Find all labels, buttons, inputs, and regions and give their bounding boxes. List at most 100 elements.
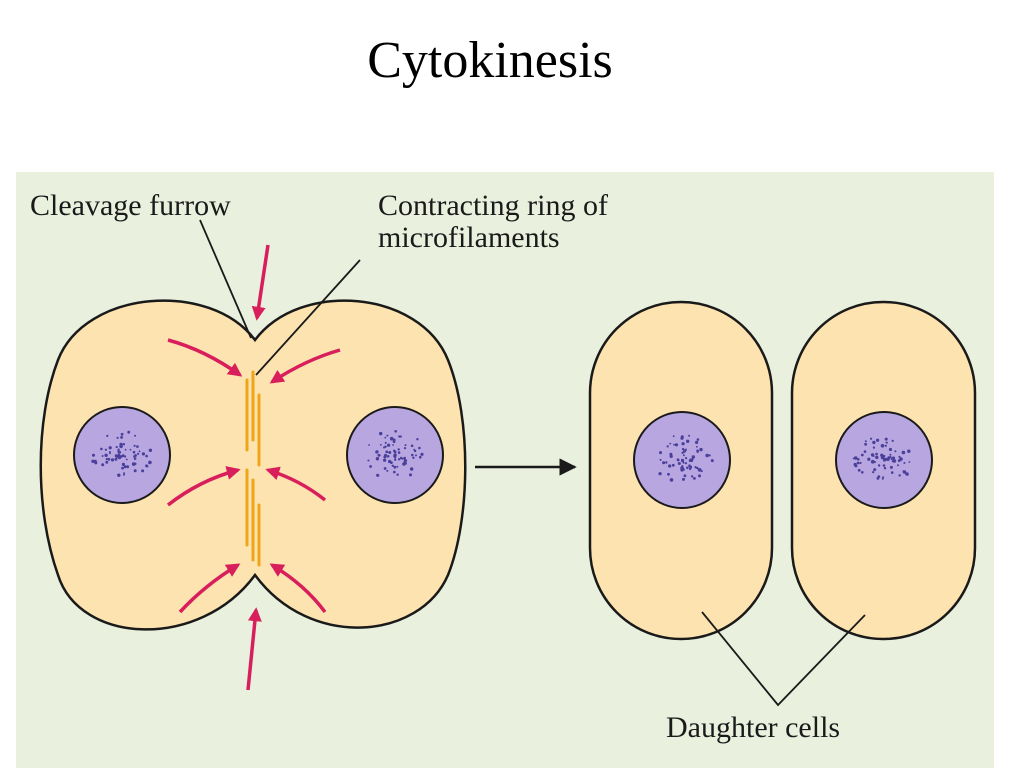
chromatin-dot [114,457,118,461]
chromatin-dot [403,460,406,463]
chromatin-dot [686,439,690,443]
chromatin-dot [857,468,861,472]
chromatin-dot [123,465,127,469]
chromatin-dot [882,476,885,479]
chromatin-dot [393,465,397,469]
chromatin-dot [881,477,884,480]
chromatin-dot [106,434,109,437]
chromatin-dot [119,442,123,447]
chromatin-dot [691,455,695,459]
chromatin-dot [105,457,108,461]
chromatin-dot [115,445,118,449]
chromatin-dot [104,448,107,451]
chromatin-dot [852,457,855,460]
chromatin-dot [397,458,401,461]
chromatin-dot [104,453,108,457]
chromatin-dot [889,465,893,469]
chromatin-dot [398,435,401,438]
chromatin-dot [872,459,874,462]
chromatin-dot [883,467,887,470]
chromatin-dot [700,470,703,473]
chromatin-dot [415,454,417,457]
chromatin-dot [658,472,662,476]
chromatin-dot [861,471,864,474]
chromatin-dot [101,455,104,457]
chromatin-dot [877,475,881,478]
arrow-upper-right [269,348,341,384]
chromatin-dot [853,456,858,460]
chromatin-dot [394,458,397,461]
chromatin-dot [411,453,414,457]
chromatin-dot [889,453,892,456]
chromatin-dot [127,430,131,434]
chromatin-dot [409,473,412,477]
chromatin-dot [682,477,685,481]
chromatin-dot [672,435,675,438]
chromatin-dot [108,446,112,450]
chromatin-dot [387,443,391,447]
chromatin-dot [419,455,422,459]
chromatin-dot [383,455,387,459]
chromatin-dot [120,455,123,458]
chromatin-dot [121,466,124,470]
chromatin-dot [659,458,662,461]
chromatin-dot [148,460,152,465]
chromatin-dot [682,454,685,457]
chromatin-dot [120,432,124,436]
chromatin-dot [854,464,858,468]
chromatin-dot [379,444,382,446]
chromatin-dot [689,467,692,471]
chromatin-dot [903,462,906,464]
chromatin-dot [124,455,127,458]
chromatin-dot [708,454,711,457]
chromatin-dot [94,461,98,465]
chromatin-dot [367,459,370,462]
chromatin-dot [872,440,876,445]
leader-daughter-cells [701,611,866,707]
chromatin-dot [695,467,698,469]
arrow-upper-left [167,338,243,377]
chromatin-dot [872,455,875,457]
chromatin-dot [689,458,694,463]
chromatin-dot [117,451,121,454]
chromatin-dot [681,458,684,462]
chromatin-dot [907,449,911,453]
chromatin-dot [696,449,699,453]
chromatin-dot [684,462,688,465]
chromatin-dot [117,473,121,477]
chromatin-dot [887,456,891,460]
chromatin-dot [389,436,394,441]
chromatin-dot [671,463,675,467]
chromatin-dot [388,451,392,454]
chromatin-dot [126,465,130,469]
chromatin-dot [117,448,120,451]
chromatin-dot [667,472,670,476]
chromatin-dot [682,461,685,464]
dividing-cell [39,244,467,691]
chromatin-dot [870,437,873,440]
chromatin-dot [681,451,684,454]
chromatin-dot [92,453,95,457]
label-cleavage-furrow: Cleavage furrow [30,189,231,222]
chromatin-dot [898,455,901,458]
chromatin-dot [368,444,370,446]
chromatin-dot [681,465,684,467]
chromatin-dot [863,450,867,453]
chromatin-dot [116,436,119,439]
chromatin-dot [379,431,383,436]
chromatin-dot [386,434,389,437]
chromatin-dot [375,457,380,461]
chromatin-dots [91,430,911,482]
chromatin-dot [686,466,689,470]
chromatin-dot [123,472,126,475]
chromatin-dot [123,473,125,476]
chromatin-dot [872,471,875,474]
chromatin-dot [699,447,703,452]
chromatin-dot [412,456,415,459]
chromatin-dot [376,473,380,477]
chromatin-dot [404,444,407,447]
chromatin-dot [908,461,911,463]
chromatin-dot [680,468,684,472]
chromatin-dot [875,455,879,460]
chromatin-dot [683,449,686,453]
